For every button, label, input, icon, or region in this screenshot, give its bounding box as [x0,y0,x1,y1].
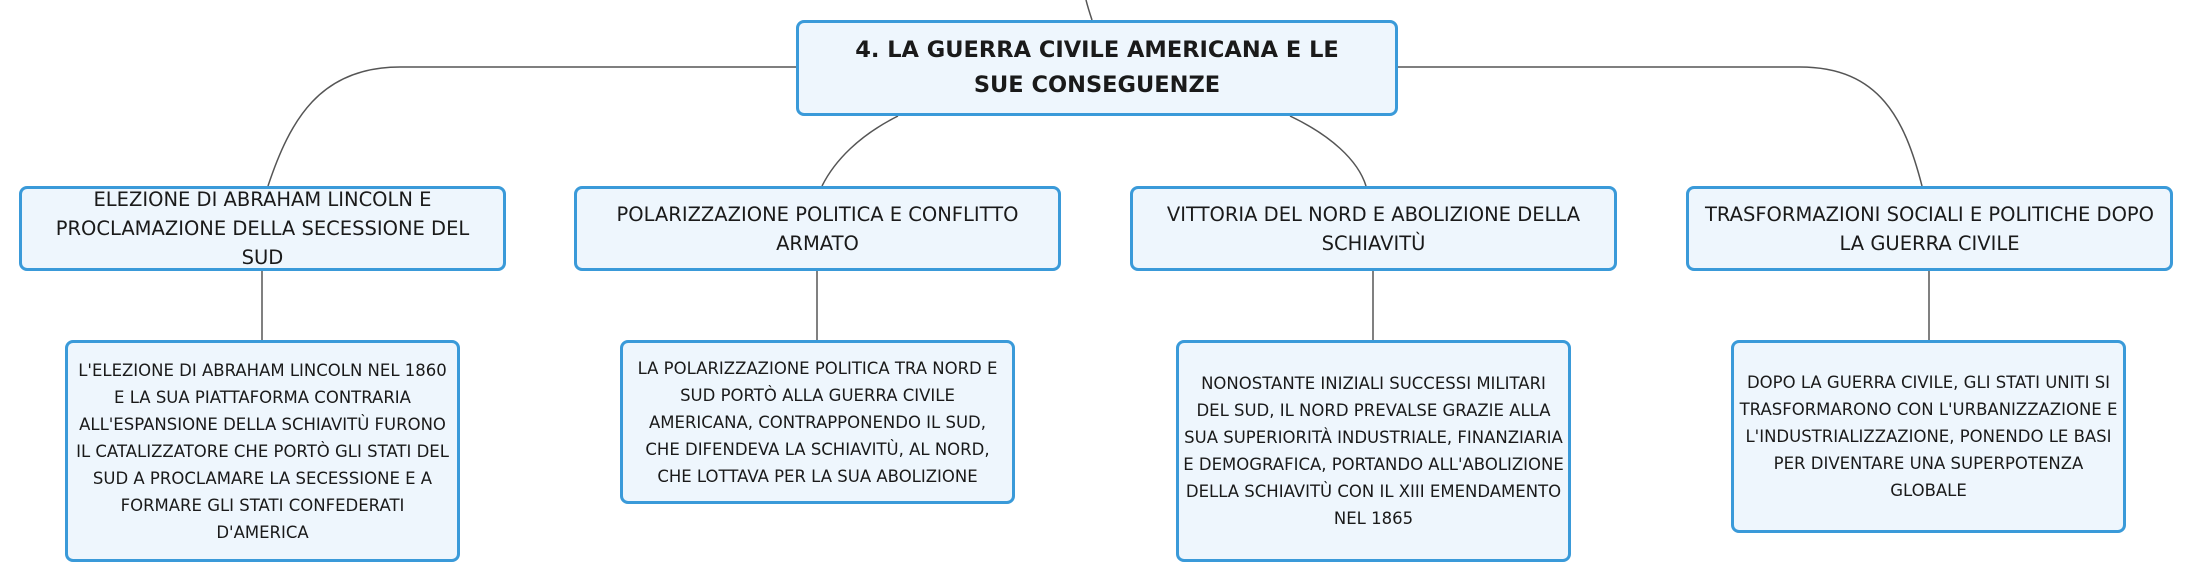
connector-root-topic-1 [267,66,796,187]
topic-node-vittoria-nord[interactable]: VITTORIA DEL NORD E ABOLIZIONE DELLA SCH… [1130,186,1617,271]
topic-node-trasformazioni[interactable]: TRASFORMAZIONI SOCIALI E POLITICHE DOPO … [1686,186,2173,271]
detail-text: DOPO LA GUERRA CIVILE, GLI STATI UNITI S… [1739,373,2118,500]
topic-text: POLARIZZAZIONE POLITICA E CONFLITTO ARMA… [616,202,1019,255]
topic-node-polarizzazione[interactable]: POLARIZZAZIONE POLITICA E CONFLITTO ARMA… [574,186,1061,271]
detail-node-vittoria-nord[interactable]: NONOSTANTE INIZIALI SUCCESSI MILITARI DE… [1176,340,1571,562]
detail-node-polarizzazione[interactable]: LA POLARIZZAZIONE POLITICA TRA NORD E SU… [620,340,1015,504]
detail-node-trasformazioni[interactable]: DOPO LA GUERRA CIVILE, GLI STATI UNITI S… [1731,340,2126,533]
connector-root-topic-4 [1398,66,1923,187]
detail-text: L'ELEZIONE DI ABRAHAM LINCOLN NEL 1860 E… [76,360,449,542]
detail-node-lincoln[interactable]: L'ELEZIONE DI ABRAHAM LINCOLN NEL 1860 E… [65,340,460,562]
central-topic-node[interactable]: 4. LA GUERRA CIVILE AMERICANA E LE SUE C… [796,20,1398,116]
topic-text: ELEZIONE DI ABRAHAM LINCOLN E PROCLAMAZI… [55,188,470,269]
detail-text: NONOSTANTE INIZIALI SUCCESSI MILITARI DE… [1183,374,1564,528]
connector-root-topic-2 [821,115,899,187]
topic-text: VITTORIA DEL NORD E ABOLIZIONE DELLA SCH… [1166,202,1581,255]
topic-node-lincoln[interactable]: ELEZIONE DI ABRAHAM LINCOLN E PROCLAMAZI… [19,186,506,271]
topic-text: TRASFORMAZIONI SOCIALI E POLITICHE DOPO … [1704,202,2155,255]
parent-connector [1085,0,1093,21]
central-topic-text: 4. LA GUERRA CIVILE AMERICANA E LE SUE C… [855,37,1339,98]
connector-root-topic-3 [1289,115,1367,187]
detail-text: LA POLARIZZAZIONE POLITICA TRA NORD E SU… [637,358,998,486]
